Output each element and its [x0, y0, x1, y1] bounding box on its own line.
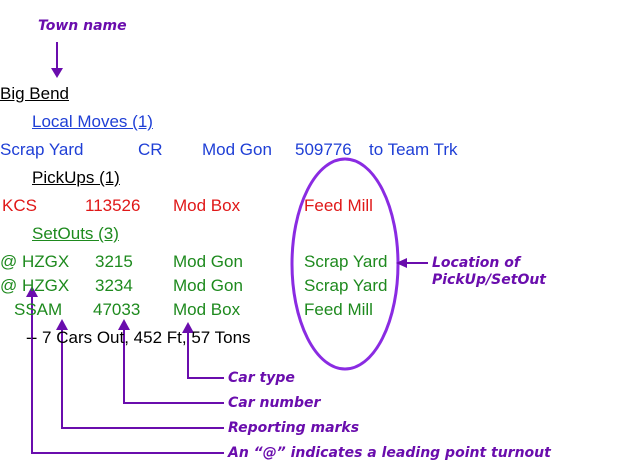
town-name-arrow — [51, 42, 63, 78]
town-title: Big Bend — [0, 84, 69, 103]
local-move-marks: CR — [138, 140, 163, 159]
setouts-header: SetOuts (3) — [32, 224, 119, 243]
location-note-line1: Location of — [432, 255, 520, 271]
local-move-location: Scrap Yard — [0, 140, 84, 159]
reporting-marks-leader — [61, 327, 224, 429]
pickup-location: Feed Mill — [304, 196, 373, 215]
setout-type: Mod Gon — [173, 252, 243, 271]
setout-location: Feed Mill — [304, 300, 373, 319]
setout-number: 3215 — [95, 252, 133, 271]
car-type-note: Car type — [228, 370, 295, 386]
setout-number: 3234 — [95, 276, 133, 295]
setout-type: Mod Gon — [173, 276, 243, 295]
setout-number: 47033 — [93, 300, 141, 319]
location-note-line2: PickUp/SetOut — [432, 272, 547, 288]
local-move-number: 509776 — [295, 140, 352, 159]
location-arrow — [396, 258, 428, 268]
leading-point-note: An “@” indicates a leading point turnout — [228, 445, 551, 461]
location-ellipse — [290, 157, 400, 371]
car-number-leader — [123, 327, 224, 404]
reporting-marks-note: Reporting marks — [228, 420, 360, 436]
local-moves-header: Local Moves (1) — [32, 112, 153, 131]
car-type-leader — [187, 330, 224, 379]
pickup-marks: KCS — [2, 196, 37, 215]
leading-point-leader — [31, 294, 224, 454]
setout-marks: @ HZGX — [0, 276, 70, 295]
pickups-header: PickUps (1) — [32, 168, 120, 187]
local-move-type: Mod Gon — [202, 140, 272, 159]
setout-marks: @ HZGX — [0, 252, 70, 271]
setout-location: Scrap Yard — [304, 276, 388, 295]
setout-marks: SSAM — [14, 300, 63, 319]
setout-type: Mod Box — [173, 300, 241, 319]
local-move-destination: to Team Trk — [369, 140, 458, 159]
town-name-note: Town name — [38, 18, 127, 34]
pickup-type: Mod Box — [173, 196, 241, 215]
setout-location: Scrap Yard — [304, 252, 388, 271]
train-summary: -- 7 Cars Out, 452 Ft, 57 Tons — [26, 328, 251, 347]
pickup-number: 113526 — [85, 196, 141, 215]
car-number-note: Car number — [228, 395, 321, 411]
